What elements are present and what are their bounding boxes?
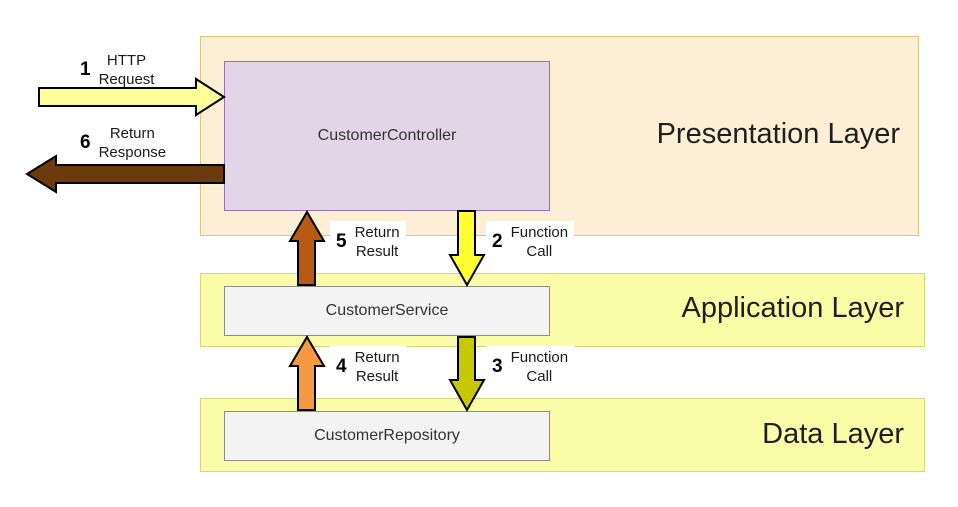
customer-controller-label: CustomerController xyxy=(317,127,457,144)
step-3-text: Function Call xyxy=(510,349,569,385)
return-response-arrow xyxy=(25,154,225,194)
step-1-text: HTTP Request xyxy=(98,52,155,88)
function-call-arrow-2 xyxy=(448,210,486,288)
step-4-label: 4 Return Result xyxy=(330,346,406,388)
step-6-label: 6 Return Response xyxy=(80,124,166,162)
customer-controller-box: CustomerController xyxy=(224,61,550,211)
customer-repository-label: CustomerRepository xyxy=(314,427,460,444)
step-5-number: 5 xyxy=(336,231,347,252)
step-1-number: 1 xyxy=(80,59,91,80)
return-result-arrow-5 xyxy=(288,210,326,286)
customer-service-label: CustomerService xyxy=(325,302,449,319)
function-call-arrow-3 xyxy=(448,336,486,413)
step-6-number: 6 xyxy=(80,132,91,153)
application-layer-label: Application Layer xyxy=(681,292,904,324)
step-2-label: 2 Function Call xyxy=(486,221,575,263)
step-4-text: Return Result xyxy=(354,349,400,385)
step-5-label: 5 Return Result xyxy=(330,221,406,263)
return-result-arrow-4 xyxy=(288,335,326,411)
step-4-number: 4 xyxy=(336,356,347,377)
customer-repository-box: CustomerRepository xyxy=(224,411,550,461)
customer-service-box: CustomerService xyxy=(224,286,550,336)
step-1-label: 1 HTTP Request xyxy=(80,51,154,89)
step-2-text: Function Call xyxy=(510,224,569,260)
step-3-number: 3 xyxy=(492,356,503,377)
http-request-arrow xyxy=(38,77,226,117)
presentation-layer-label: Presentation Layer xyxy=(656,118,900,150)
step-5-text: Return Result xyxy=(354,224,400,260)
data-layer-label: Data Layer xyxy=(762,418,904,450)
step-3-label: 3 Function Call xyxy=(486,346,575,388)
step-2-number: 2 xyxy=(492,231,503,252)
step-6-text: Return Response xyxy=(98,125,167,161)
